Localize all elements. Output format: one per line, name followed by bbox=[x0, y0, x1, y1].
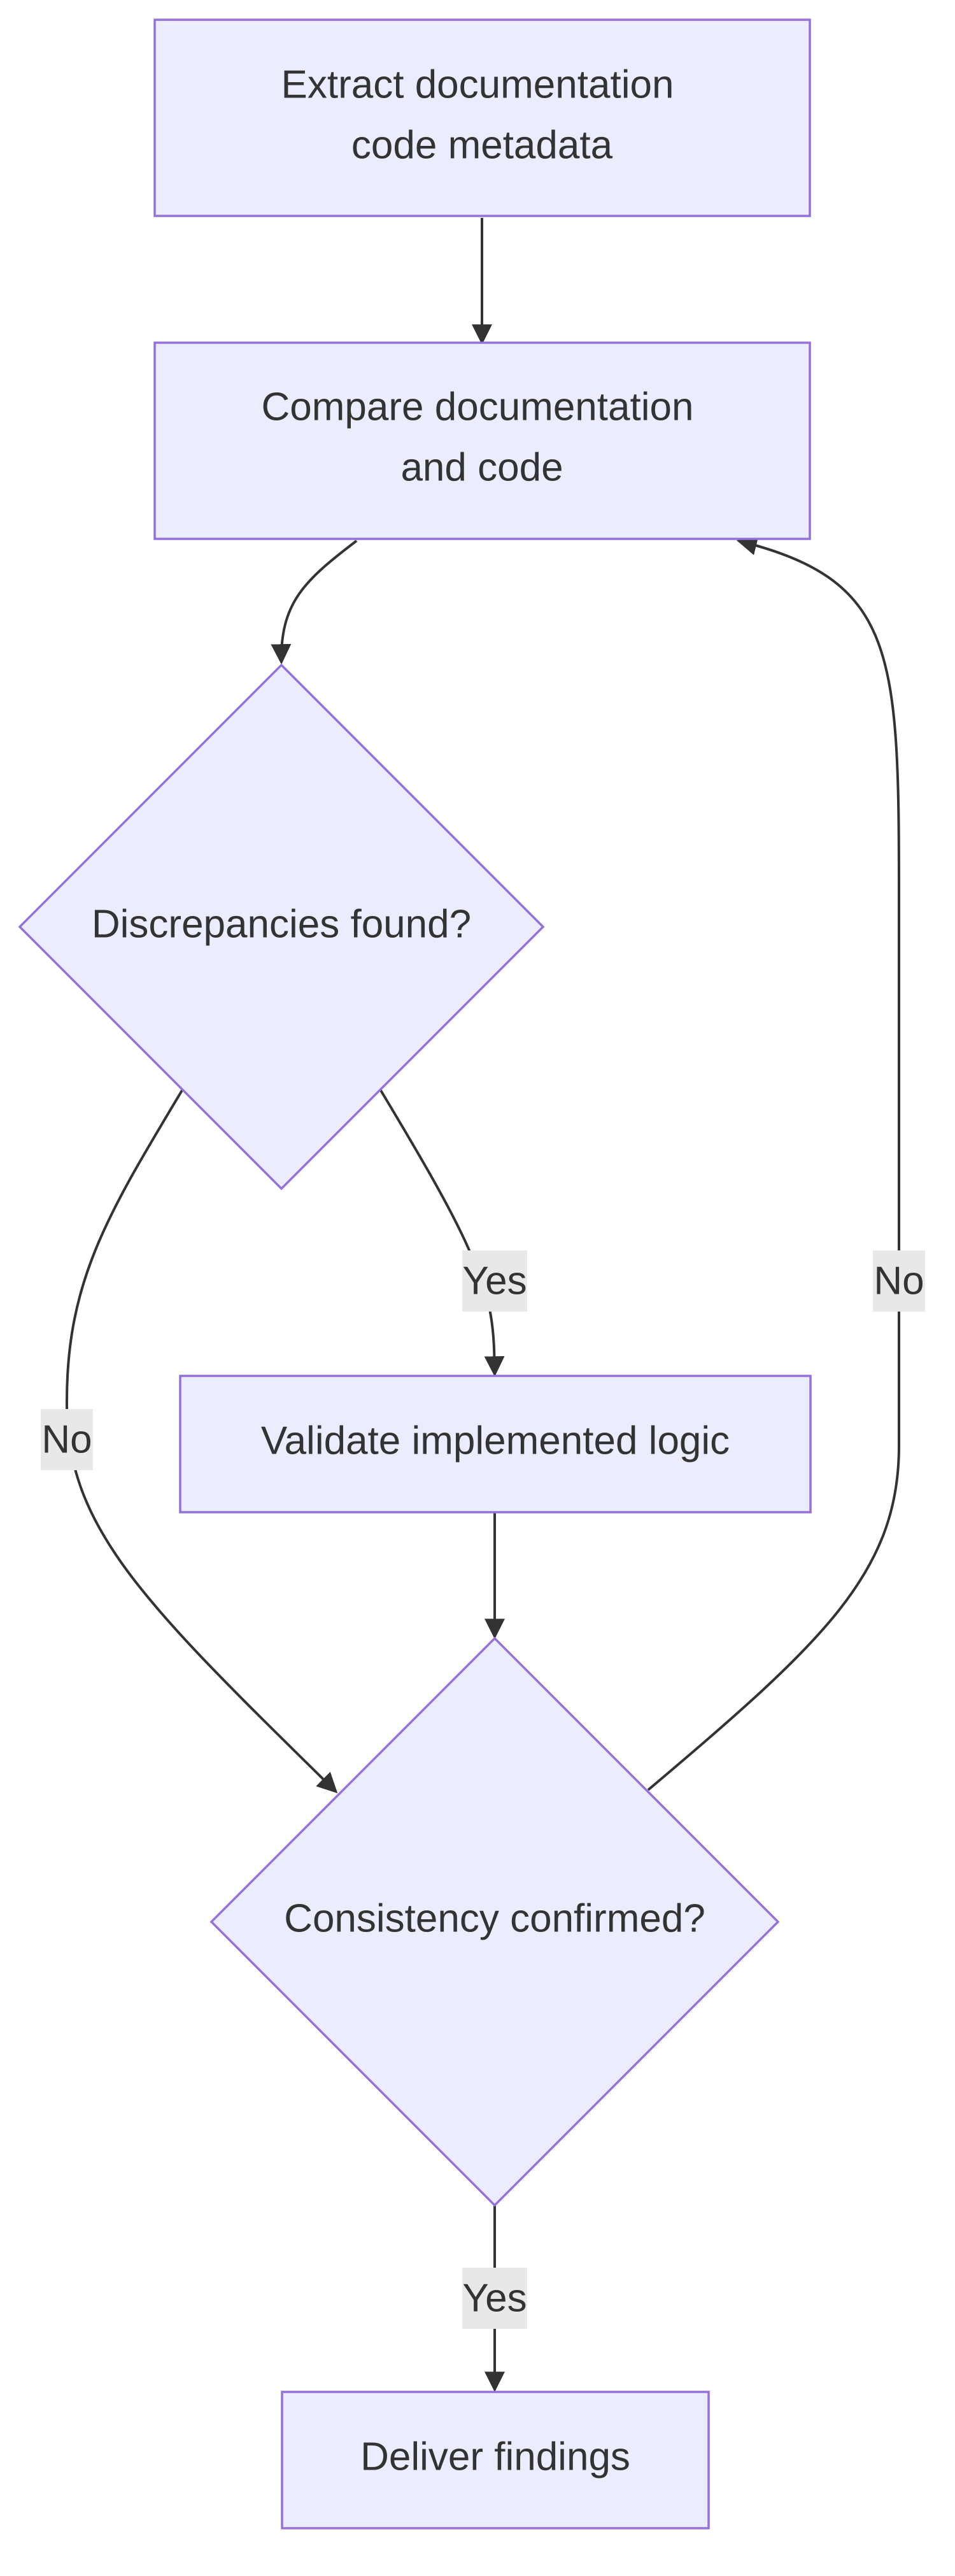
edge-label-discrepancies-no: No bbox=[41, 1409, 93, 1470]
node-text-line: and code bbox=[400, 446, 563, 490]
node-text-line: Validate implemented logic bbox=[261, 1419, 730, 1463]
node-text-line: Compare documentation bbox=[262, 385, 694, 429]
node-extract-metadata: Extract documentation code metadata bbox=[153, 18, 811, 217]
edge-compare-to-discrepancies bbox=[271, 540, 358, 665]
node-text-line: Extract documentation bbox=[281, 63, 674, 107]
node-text-line: Deliver findings bbox=[360, 2435, 630, 2479]
edge-label-no-text: No bbox=[41, 1418, 92, 1462]
edge-labels: Yes No No Yes bbox=[41, 1250, 925, 2329]
edge-consistency-to-compare bbox=[647, 535, 900, 1791]
node-deliver-findings: Deliver findings bbox=[281, 2391, 710, 2529]
nodes: Extract documentation code metadata Comp… bbox=[18, 18, 812, 2529]
node-text-line: code metadata bbox=[351, 124, 613, 168]
edge-discrepancies-to-validate bbox=[379, 1088, 505, 1377]
edge-label-consistency-yes: Yes bbox=[462, 2268, 527, 2329]
edge-label-yes-text: Yes bbox=[462, 1259, 527, 1303]
edge-label-consistency-no: No bbox=[873, 1250, 925, 1312]
decision-text: Discrepancies found? bbox=[92, 903, 471, 947]
node-compare-doc-and-code: Compare documentation and code bbox=[153, 341, 811, 540]
node-validate-implemented-logic: Validate implemented logic bbox=[179, 1375, 812, 1513]
edge-label-discrepancies-yes: Yes bbox=[462, 1250, 527, 1312]
decision-discrepancies-found: Discrepancies found? bbox=[18, 663, 545, 1191]
edge-label-yes-text: Yes bbox=[462, 2277, 527, 2321]
decision-text: Consistency confirmed? bbox=[284, 1897, 705, 1941]
decision-consistency-confirmed: Consistency confirmed? bbox=[209, 1636, 780, 2207]
edge-label-no-text: No bbox=[874, 1259, 924, 1303]
